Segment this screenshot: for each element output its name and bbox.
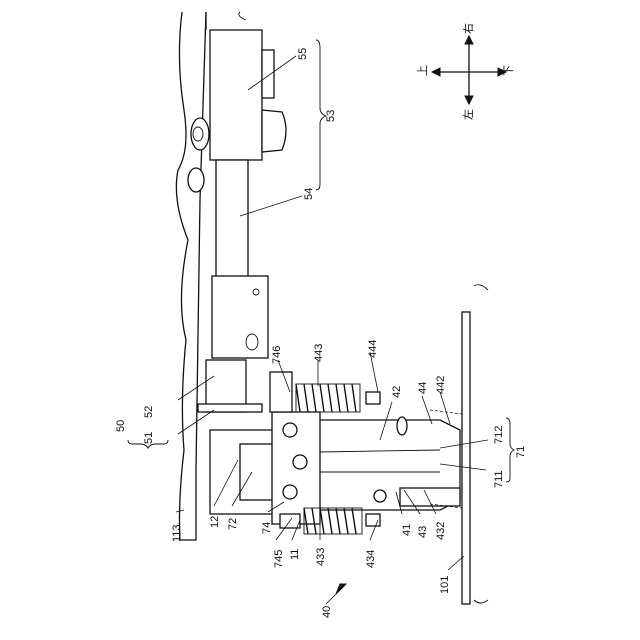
- label-434: 434: [365, 550, 377, 568]
- label-40: 40: [321, 606, 333, 618]
- label-12: 12: [209, 516, 221, 528]
- label-11: 11: [289, 549, 301, 560]
- frame-notch: [239, 12, 246, 20]
- label-101: 101: [439, 576, 451, 594]
- label-72: 72: [227, 518, 239, 530]
- label-444: 444: [367, 340, 379, 358]
- compass-right: 右: [461, 23, 475, 34]
- label-433: 433: [315, 548, 327, 566]
- shaft-54: [216, 160, 248, 280]
- compass-down: 下: [503, 65, 515, 76]
- label-44: 44: [417, 382, 429, 394]
- label-50: 50: [115, 420, 127, 432]
- compass-left: 左: [462, 109, 475, 120]
- label-113: 113: [171, 524, 183, 542]
- pivot-41: [374, 490, 386, 502]
- label-55: 55: [297, 48, 309, 60]
- compass-up: 上: [416, 65, 429, 76]
- screw-c: [283, 485, 297, 499]
- block-52: [212, 276, 268, 358]
- plate-101-ends: [474, 285, 488, 603]
- label-443: 443: [313, 344, 325, 362]
- label-54: 54: [303, 188, 315, 200]
- block-55: [210, 30, 262, 160]
- plate-51-flange: [198, 404, 262, 412]
- pin-upper: [191, 118, 209, 150]
- label-51: 51: [143, 432, 155, 444]
- label-53: 53: [325, 110, 337, 122]
- label-41: 41: [401, 524, 413, 536]
- pin-lower: [188, 168, 204, 192]
- arm-42-detail: [320, 450, 440, 472]
- label-52: 52: [143, 406, 155, 418]
- label-432: 432: [435, 522, 447, 540]
- hole-42: [397, 417, 407, 435]
- label-43: 43: [417, 526, 429, 538]
- label-712: 712: [493, 426, 505, 444]
- part-72: [240, 444, 274, 500]
- label-745: 745: [273, 550, 285, 568]
- block-55-tab: [262, 50, 274, 98]
- label-74: 74: [261, 522, 273, 534]
- round-boss: [262, 110, 286, 152]
- label-442: 442: [435, 376, 447, 394]
- label-711: 711: [493, 470, 505, 488]
- compass: 上 右 下 左: [416, 23, 515, 120]
- brace-71: [506, 418, 514, 482]
- plate-101: [462, 312, 470, 604]
- screw-a: [283, 423, 297, 437]
- spring-443: [270, 372, 380, 412]
- label-42: 42: [391, 386, 403, 398]
- screw-b: [293, 455, 307, 469]
- label-746: 746: [271, 346, 283, 364]
- label-71: 71: [515, 446, 527, 458]
- frame-113: [176, 12, 206, 540]
